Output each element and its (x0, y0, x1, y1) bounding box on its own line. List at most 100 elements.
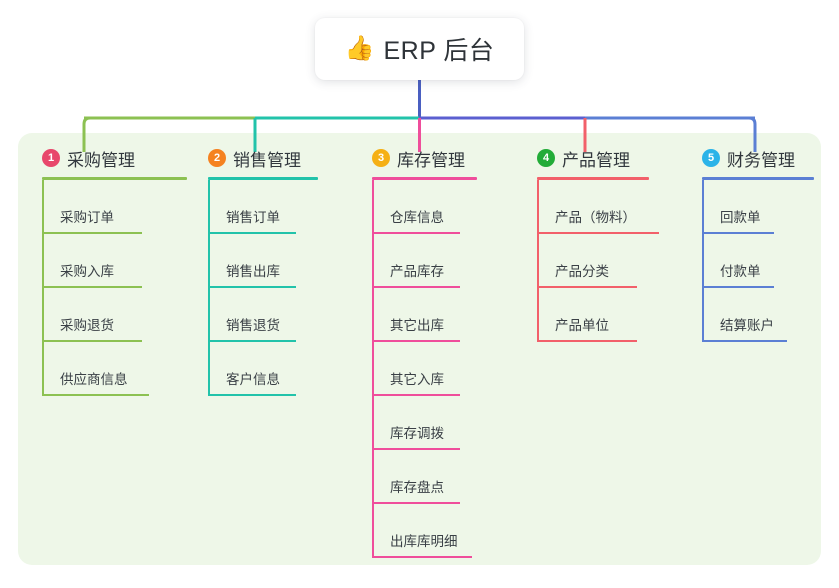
item-spine (372, 396, 374, 450)
list-item[interactable]: 销售订单 (208, 180, 348, 234)
list-item[interactable]: 仓库信息 (372, 180, 512, 234)
item-underline (537, 232, 659, 234)
branch-title-2: 销售管理 (233, 150, 301, 170)
item-label: 出库库明细 (390, 534, 458, 549)
item-label: 采购退货 (60, 318, 114, 333)
item-underline (208, 394, 296, 396)
item-underline (372, 556, 472, 558)
branch-column-2: 2 销售管理 销售订单 销售出库 销售退货 客户信息 (208, 146, 348, 396)
item-underline (372, 340, 460, 342)
branch-title-5: 财务管理 (727, 150, 795, 170)
branch-column-1: 1 采购管理 采购订单 采购入库 采购退货 供应商信息 (42, 146, 192, 396)
list-item[interactable]: 产品（物料） (537, 180, 697, 234)
list-item[interactable]: 回款单 (702, 180, 822, 234)
branch-header-3[interactable]: 3 库存管理 (372, 146, 512, 170)
item-label: 产品分类 (555, 264, 609, 279)
branch-title-4: 产品管理 (562, 150, 630, 170)
item-underline (537, 340, 637, 342)
branch-header-1[interactable]: 1 采购管理 (42, 146, 192, 170)
branch-number-badge-3: 3 (372, 149, 390, 167)
list-item[interactable]: 出库库明细 (372, 504, 512, 558)
item-underline (42, 286, 142, 288)
branch-column-3: 3 库存管理 仓库信息 产品库存 其它出库 其它入库 (372, 146, 512, 558)
item-underline (42, 232, 142, 234)
item-underline (702, 232, 774, 234)
list-item[interactable]: 产品单位 (537, 288, 697, 342)
branch-rule-4 (537, 177, 649, 180)
item-spine (702, 288, 704, 342)
branch-column-4: 4 产品管理 产品（物料） 产品分类 产品单位 (537, 146, 697, 342)
branch-rule-5 (702, 177, 814, 180)
item-spine (208, 180, 210, 234)
item-underline (42, 394, 149, 396)
branch-items-5: 回款单 付款单 结算账户 (702, 180, 822, 342)
branch-rule-1 (42, 177, 187, 180)
item-underline (208, 340, 296, 342)
item-spine (372, 342, 374, 396)
item-label: 其它入库 (390, 372, 444, 387)
list-item[interactable]: 采购退货 (42, 288, 192, 342)
item-underline (372, 502, 460, 504)
list-item[interactable]: 销售退货 (208, 288, 348, 342)
list-item[interactable]: 付款单 (702, 234, 822, 288)
branch-number-badge-4: 4 (537, 149, 555, 167)
list-item[interactable]: 销售出库 (208, 234, 348, 288)
item-underline (372, 286, 460, 288)
item-spine (208, 342, 210, 396)
branch-title-1: 采购管理 (67, 150, 135, 170)
list-item[interactable]: 采购入库 (42, 234, 192, 288)
branch-header-5[interactable]: 5 财务管理 (702, 146, 822, 170)
branch-header-4[interactable]: 4 产品管理 (537, 146, 697, 170)
item-label: 库存盘点 (390, 480, 444, 495)
item-spine (702, 180, 704, 234)
branch-number-badge-1: 1 (42, 149, 60, 167)
item-spine (42, 342, 44, 396)
list-item[interactable]: 产品库存 (372, 234, 512, 288)
item-underline (372, 394, 460, 396)
item-underline (702, 286, 774, 288)
item-spine (372, 234, 374, 288)
branch-items-3: 仓库信息 产品库存 其它出库 其它入库 库存调拨 (372, 180, 512, 558)
item-spine (372, 180, 374, 234)
list-item[interactable]: 其它出库 (372, 288, 512, 342)
root-node-card[interactable]: 👍 ERP 后台 (315, 18, 524, 80)
list-item[interactable]: 产品分类 (537, 234, 697, 288)
item-underline (208, 232, 296, 234)
list-item[interactable]: 库存盘点 (372, 450, 512, 504)
item-spine (42, 288, 44, 342)
item-underline (372, 448, 460, 450)
item-label: 客户信息 (226, 372, 280, 387)
diagram-background-panel (18, 133, 821, 565)
item-spine (208, 234, 210, 288)
item-spine (372, 288, 374, 342)
item-underline (537, 286, 637, 288)
list-item[interactable]: 其它入库 (372, 342, 512, 396)
item-spine (702, 234, 704, 288)
item-label: 回款单 (720, 210, 761, 225)
branch-header-2[interactable]: 2 销售管理 (208, 146, 348, 170)
item-underline (702, 340, 787, 342)
item-underline (42, 340, 142, 342)
item-spine (537, 288, 539, 342)
branch-items-2: 销售订单 销售出库 销售退货 客户信息 (208, 180, 348, 396)
item-spine (42, 180, 44, 234)
item-label: 产品（物料） (555, 210, 636, 225)
list-item[interactable]: 客户信息 (208, 342, 348, 396)
item-label: 库存调拨 (390, 426, 444, 441)
item-label: 仓库信息 (390, 210, 444, 225)
item-label: 付款单 (720, 264, 761, 279)
item-label: 产品单位 (555, 318, 609, 333)
item-spine (372, 504, 374, 558)
item-label: 销售订单 (226, 210, 280, 225)
thumbs-up-icon: 👍 (344, 35, 375, 62)
list-item[interactable]: 库存调拨 (372, 396, 512, 450)
item-label: 其它出库 (390, 318, 444, 333)
list-item[interactable]: 结算账户 (702, 288, 822, 342)
branch-rule-3 (372, 177, 477, 180)
branch-number-badge-2: 2 (208, 149, 226, 167)
list-item[interactable]: 供应商信息 (42, 342, 192, 396)
list-item[interactable]: 采购订单 (42, 180, 192, 234)
item-label: 产品库存 (390, 264, 444, 279)
item-spine (372, 450, 374, 504)
